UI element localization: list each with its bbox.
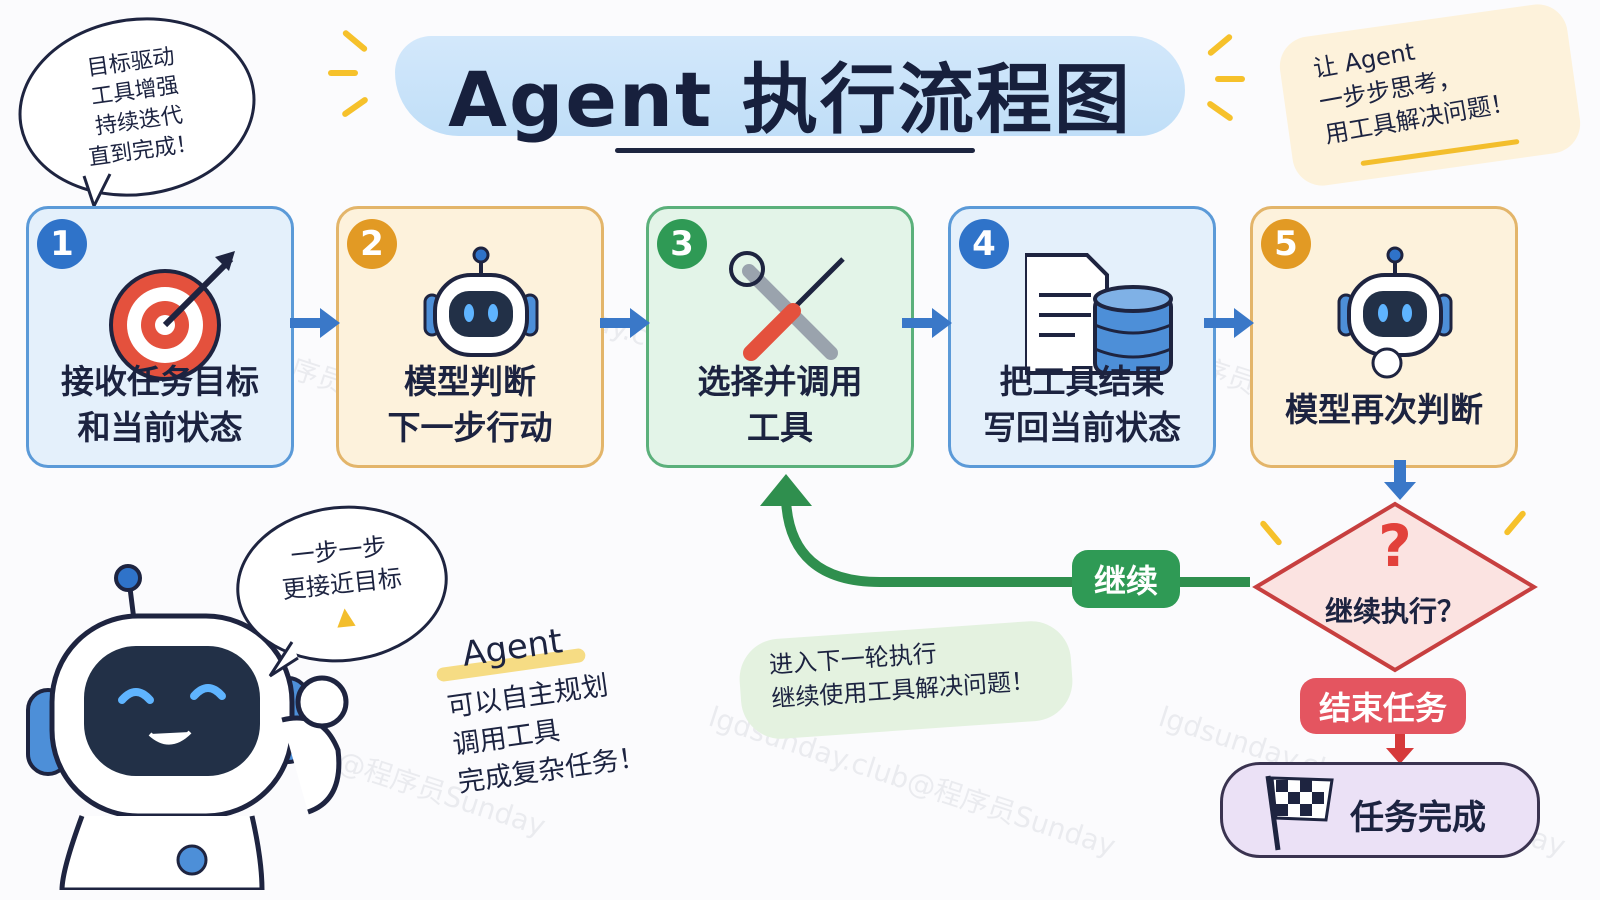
waving-robot-icon [26,564,349,890]
end-task-badge: 结束任务 [1300,678,1466,734]
spark-icon [341,29,369,53]
agent-note: 可以自主规划 调用工具 完成复杂任务！ [445,670,648,799]
arrow-down-icon [1384,460,1416,500]
arrow-right-icon [1204,308,1254,338]
title-banner: Agent 执行流程图 [395,18,1185,153]
robot-icon [423,246,539,357]
agent-note-head: Agent [459,621,565,675]
loop-arrow [760,474,1250,587]
arrow-down-icon [1386,734,1414,764]
goal-bubble: 目标驱动 工具增强 持续迭代 直到完成！ [6,2,268,212]
step-number: 5 [1261,219,1311,269]
checkered-flag-icon [1265,775,1334,851]
arrow-right-icon [902,308,952,338]
continue-badge: 继续 [1072,550,1180,608]
question-mark-icon: ? [1378,512,1412,580]
step-card-2: 2 模型判断下一步行动 [336,206,604,468]
step-number: 1 [37,219,87,269]
step-number: 3 [657,219,707,269]
spark-icon [1215,76,1245,82]
target-icon [109,251,235,381]
step-card-5: 5 模型再次判断 [1250,206,1518,468]
tools-icon [729,251,845,361]
step-card-4: 4 把工具结果写回当前状态 [948,206,1216,468]
spark-icon [1206,33,1234,57]
spark-icon [328,70,358,76]
step-card-1: 1 接收任务目标和当前状态 [26,206,294,468]
spark-icon [340,95,370,119]
arrow-right-icon [600,308,650,338]
arrow-right-icon [290,308,340,338]
decision-diamond [1252,501,1538,673]
page-title: Agent 执行流程图 [448,55,1132,144]
spark-icon [1205,99,1235,123]
document-database-icon [1025,253,1173,375]
decision-label: 继续执行？ [1324,595,1465,628]
thinking-robot-icon [1337,246,1453,379]
step-number: 4 [959,219,1009,269]
task-done-label: 任务完成 [1350,798,1486,838]
step-number: 2 [347,219,397,269]
step-card-3: 3 选择并调用工具 [646,206,914,468]
bubble-tail-icon [268,641,299,678]
